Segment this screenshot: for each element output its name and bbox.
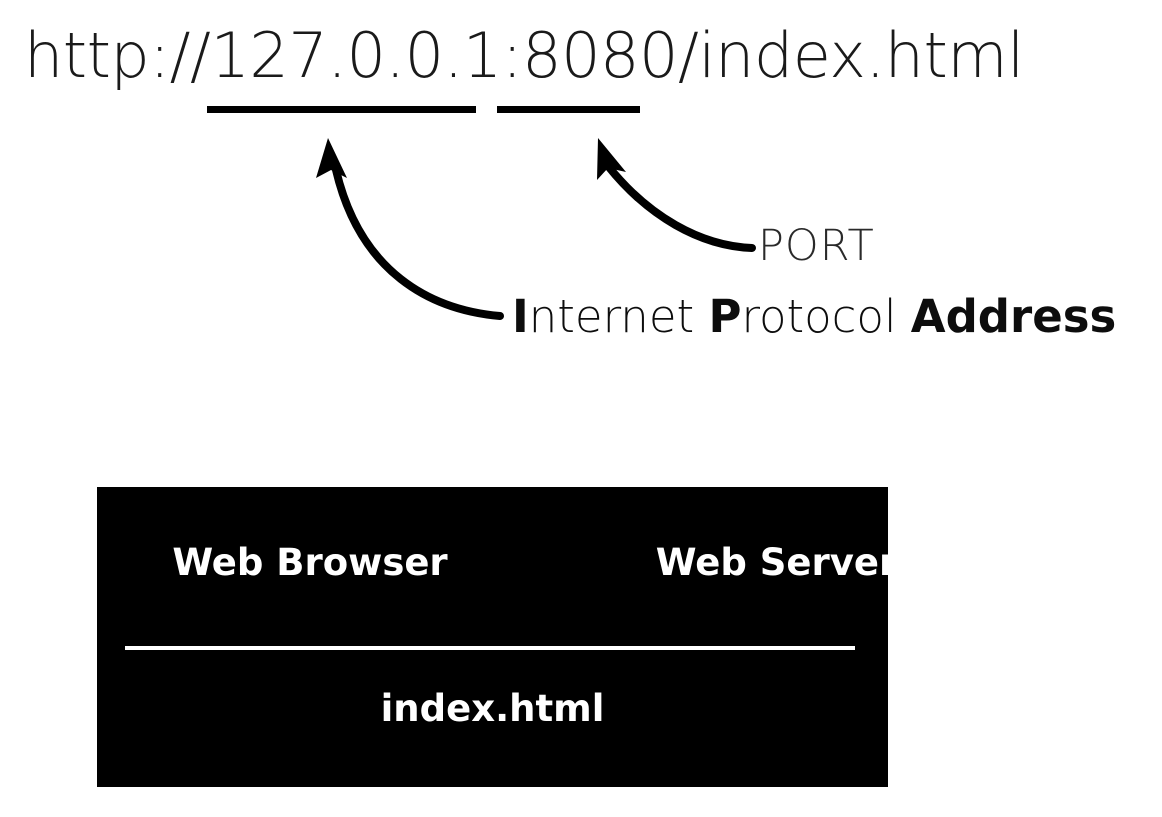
- ip-label-bold-p: P: [708, 290, 742, 343]
- url-port: 8080: [522, 19, 678, 92]
- url-scheme: http://: [24, 19, 211, 92]
- url-path: /index.html: [677, 19, 1024, 92]
- port-callout-label: PORT: [758, 221, 875, 271]
- url-colon: :: [501, 19, 523, 92]
- ip-callout-label: Internet Protocol Address: [512, 292, 1116, 342]
- port-underline: [497, 106, 640, 113]
- ip-label-nternet: nternet: [528, 290, 709, 343]
- port-arrow: [597, 138, 756, 252]
- ip-underline: [207, 106, 476, 113]
- web-server-label: Web Server: [655, 541, 898, 584]
- diagram-endpoints-row: Web Browser Web Server: [97, 487, 897, 648]
- web-browser-label: Web Browser: [172, 541, 448, 584]
- ip-arrow: [316, 138, 504, 320]
- diagram-box: Web Browser Web Server index.html: [97, 487, 897, 787]
- ip-label-bold-i: I: [512, 290, 529, 343]
- index-html-label: index.html: [380, 687, 605, 730]
- ip-label-rotocol: rotocol: [741, 290, 911, 343]
- diagram-divider-line: [125, 646, 855, 650]
- ip-label-bold-address: Address: [910, 290, 1117, 343]
- url-string: http://127.0.0.1:8080/index.html: [24, 20, 1024, 91]
- url-ip: 127.0.0.1: [210, 19, 502, 92]
